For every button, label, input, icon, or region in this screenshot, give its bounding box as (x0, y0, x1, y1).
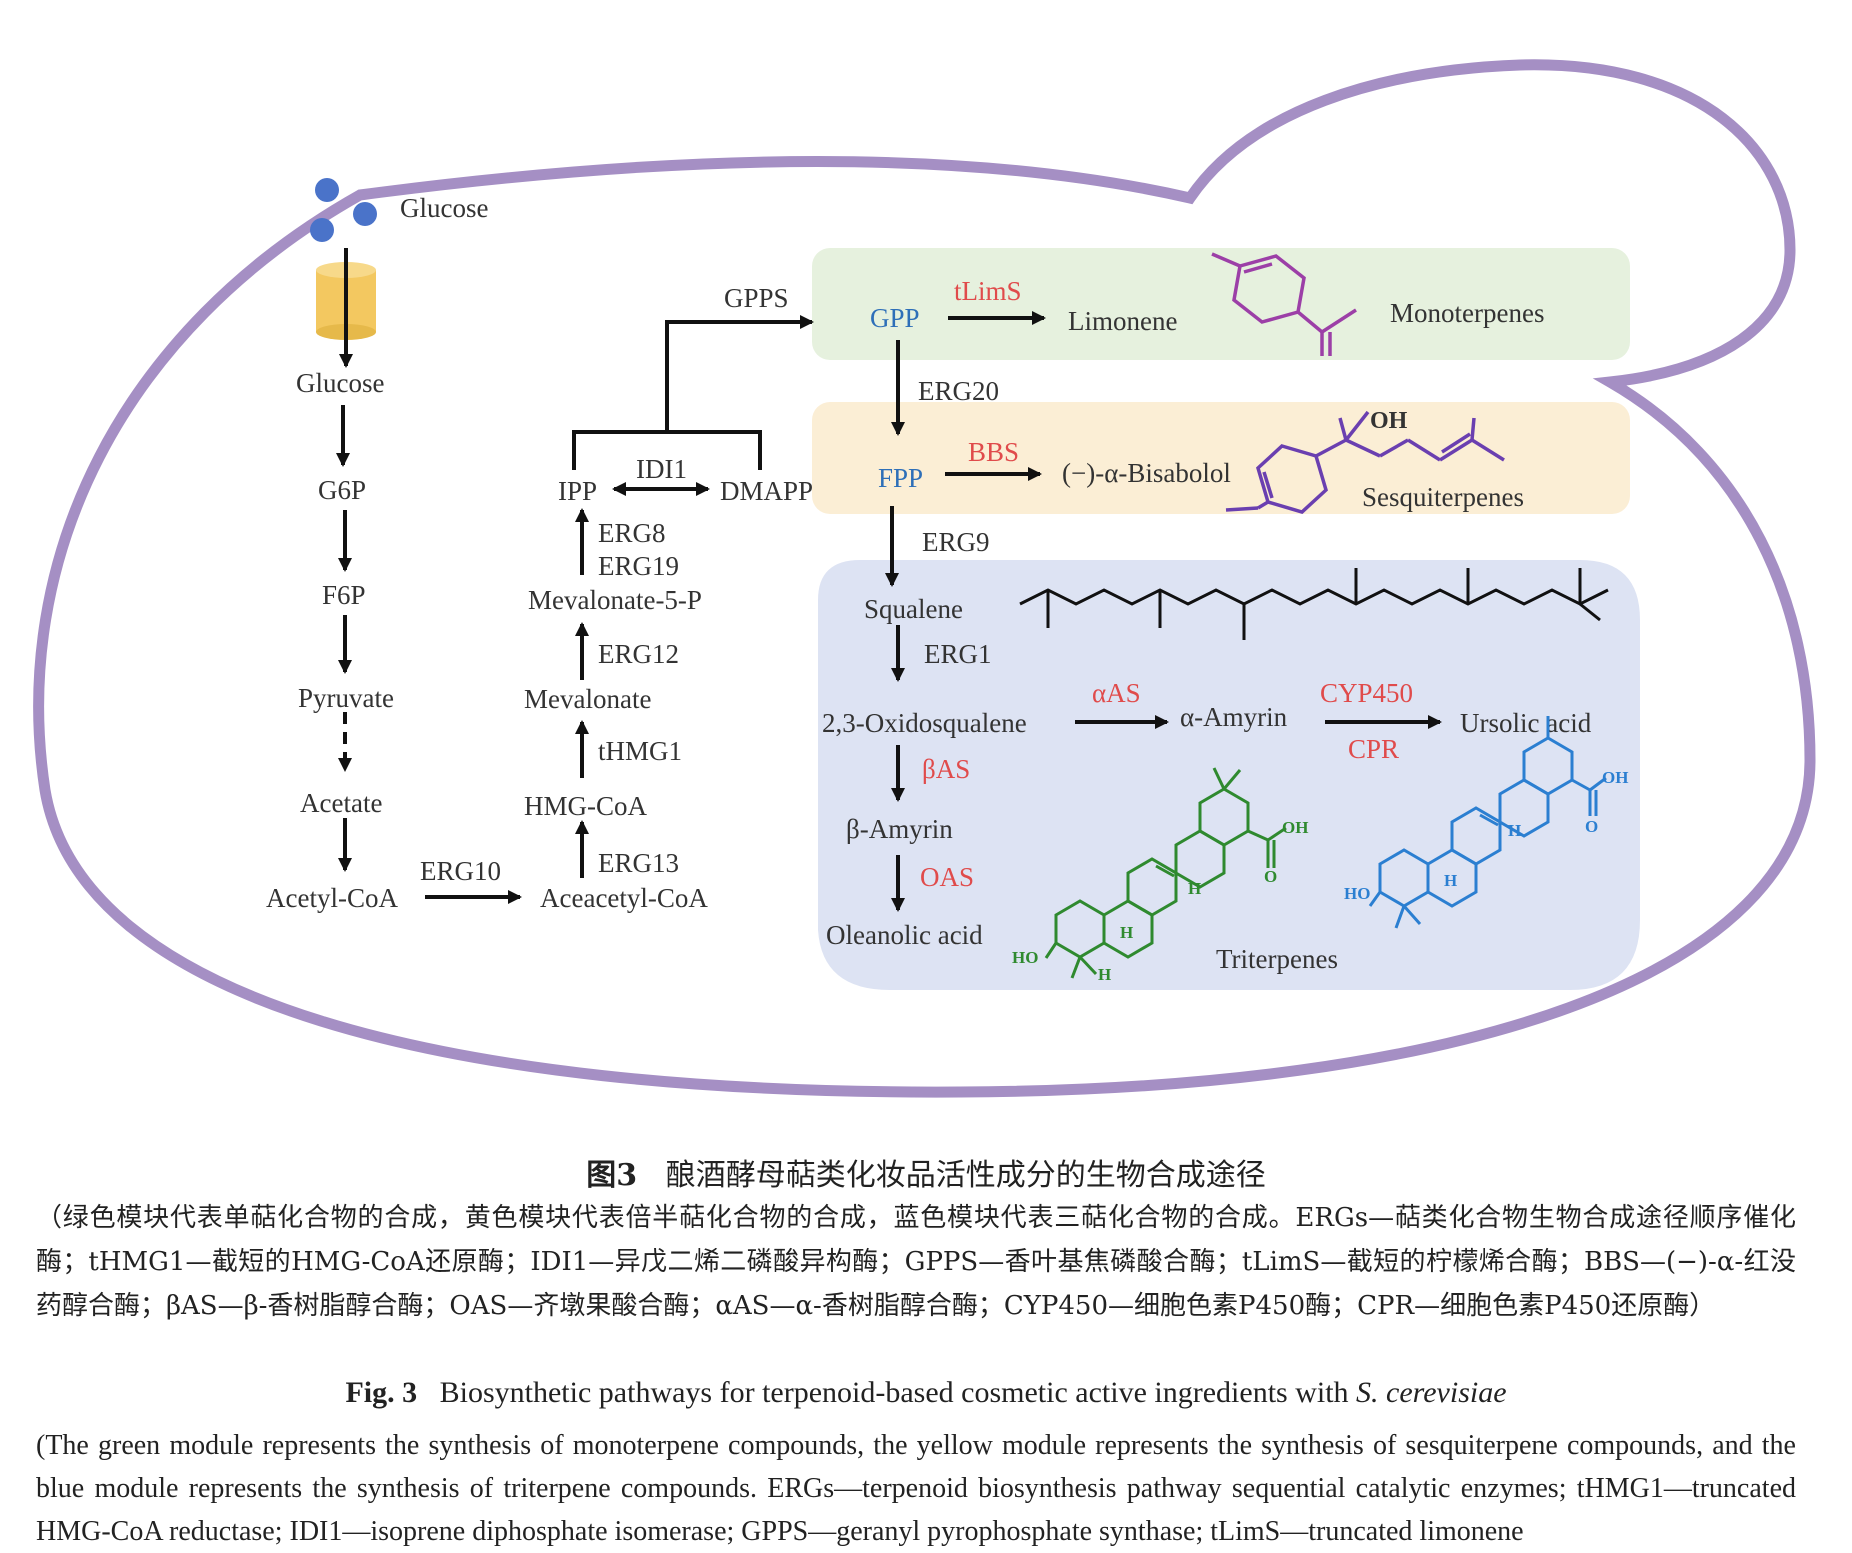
squalene-label: Squalene (864, 594, 963, 624)
zh-caption-title: 图3 酿酒酵母萜类化妆品活性成分的生物合成途径 (0, 1150, 1852, 1194)
triterpenes-label: Triterpenes (1216, 944, 1338, 974)
bisabolol-label: (−)-α-Bisabolol (1062, 458, 1231, 488)
oleanolic-h1-label: H (1120, 923, 1133, 942)
sesquiterpenes-label: Sesquiterpenes (1362, 482, 1524, 512)
squalene-structure-icon (1019, 568, 1609, 640)
limonene-structure-icon (1211, 252, 1357, 356)
gpp-label: GPP (870, 303, 920, 333)
acetyl-coa-label: Acetyl-CoA (266, 883, 398, 913)
erg12-label: ERG12 (598, 639, 679, 669)
oleanolic-h2-label: H (1188, 879, 1201, 898)
sesquiterpene-module (812, 402, 1630, 514)
ursolic-oh-label: OH (1602, 768, 1628, 787)
glucose-molecules-icon (310, 178, 377, 242)
ursolic-h2-label: H (1508, 821, 1521, 840)
cpr-label: CPR (1348, 734, 1399, 764)
acetate-label: Acetate (300, 788, 382, 818)
glycolysis-arrows (336, 248, 522, 904)
idi1-label: IDI1 (636, 454, 687, 484)
pathway-diagram: Glucose Glucose G6P F6P Pyruvate Acetate… (33, 59, 1816, 1098)
ipp-label: IPP (558, 476, 597, 506)
g6p-label: G6P (318, 475, 366, 505)
ursolic-h1-label: H (1444, 871, 1457, 890)
oleanolic-h3-label: H (1098, 965, 1111, 984)
zh-caption-desc: （绿色模块代表单萜化合物的合成，黄色模块代表倍半萜化合物的合成，蓝色模块代表三萜… (36, 1203, 1796, 1321)
monoterpenes-label: Monoterpenes (1390, 298, 1544, 328)
erg9-label: ERG9 (922, 527, 990, 557)
zh-fig-title: 酿酒酵母萜类化妆品活性成分的生物合成途径 (665, 1158, 1266, 1193)
erg8-label: ERG8 (598, 518, 666, 548)
glucose-inside-label: Glucose (296, 368, 384, 398)
limonene-label: Limonene (1068, 306, 1177, 336)
ursolic-acid-structure-icon (1368, 716, 1607, 929)
bbs-label: BBS (968, 437, 1019, 467)
oleanolic-acid-label: Oleanolic acid (826, 920, 983, 950)
triterpene-module (818, 560, 1640, 990)
en-fig-species: S. cerevisiae (1356, 1376, 1507, 1409)
erg20-label: ERG20 (918, 376, 999, 406)
en-fig-number: Fig. 3 (345, 1376, 418, 1409)
tlims-label: tLimS (954, 276, 1022, 306)
mevalonate-5-p-label: Mevalonate-5-P (528, 585, 702, 615)
a-amyrin-label: α-Amyrin (1180, 702, 1288, 732)
aas-label: αAS (1092, 678, 1141, 708)
monoterpene-module (812, 248, 1630, 360)
erg10-label: ERG10 (420, 856, 501, 886)
glucose-outside-label: Glucose (400, 193, 488, 223)
cell-membrane (33, 59, 1816, 1098)
bisabolol-oh-label: OH (1370, 408, 1408, 434)
b-amyrin-label: β-Amyrin (846, 814, 953, 844)
erg1-label: ERG1 (924, 639, 992, 669)
oleanolic-ho-label: HO (1012, 948, 1038, 967)
cyp450-label: CYP450 (1320, 678, 1413, 708)
bisabolol-structure-icon (1225, 410, 1505, 514)
gpps-label: GPPS (724, 283, 789, 313)
fpp-label: FPP (878, 463, 923, 493)
bas-label: βAS (922, 754, 970, 784)
dmapp-label: DMAPP (720, 476, 813, 506)
mva-arrows (572, 311, 1442, 912)
ursolic-ho-label: HO (1344, 884, 1370, 903)
ursolic-acid-label: Ursolic acid (1460, 708, 1592, 738)
thmg1-label: tHMG1 (598, 736, 682, 766)
oxidosqualene-label: 2,3-Oxidosqualene (822, 708, 1027, 738)
ursolic-o-label: O (1585, 817, 1598, 836)
figure-captions: 图3 酿酒酵母萜类化妆品活性成分的生物合成途径 （绿色模块代表单萜化合物的合成，… (0, 1130, 1852, 1547)
pyruvate-label: Pyruvate (298, 683, 394, 713)
mevalonate-label: Mevalonate (524, 684, 651, 714)
erg13-label: ERG13 (598, 848, 679, 878)
oas-label: OAS (920, 862, 974, 892)
oleanolic-oh-label: OH (1282, 818, 1308, 837)
erg19-label: ERG19 (598, 551, 679, 581)
f6p-label: F6P (322, 580, 366, 610)
oleanolic-o-label: O (1264, 867, 1277, 886)
en-fig-title: Biosynthetic pathways for terpenoid-base… (439, 1376, 1349, 1409)
aceacetyl-coa-label: Aceacetyl-CoA (540, 883, 708, 913)
en-caption-title: Fig. 3 Biosynthetic pathways for terpeno… (0, 1376, 1852, 1410)
zh-fig-number: 图3 (586, 1158, 638, 1193)
hmg-coa-label: HMG-CoA (524, 791, 648, 821)
oleanolic-acid-structure-icon (1044, 767, 1287, 979)
en-caption-desc: (The green module represents the synthes… (36, 1430, 1796, 1547)
